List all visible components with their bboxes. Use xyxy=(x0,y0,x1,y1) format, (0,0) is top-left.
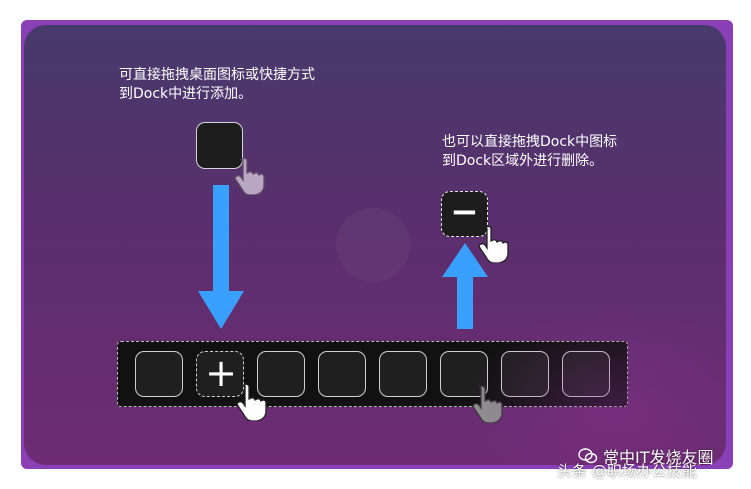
tutorial-card: 可直接拖拽桌面图标或快捷方式 到Dock中进行添加。 也可以直接拖拽Dock中图… xyxy=(24,25,726,465)
hand-cursor-icon xyxy=(472,385,503,423)
dock-slot[interactable] xyxy=(501,351,549,397)
dock-slot[interactable] xyxy=(135,351,183,397)
watermark-overlay-text: 常中IT发烧友圈 xyxy=(603,448,714,467)
desktop-icon-tile[interactable] xyxy=(196,122,243,169)
arrow-down-icon xyxy=(198,185,244,329)
arrow-up-icon xyxy=(442,243,488,329)
remove-instruction-line2: 到Dock区域外进行删除。 xyxy=(442,153,604,169)
minus-icon: − xyxy=(450,192,479,232)
add-instruction-line1: 可直接拖拽桌面图标或快捷方式 xyxy=(119,67,315,83)
dock-slot[interactable] xyxy=(440,351,488,397)
hand-cursor-icon xyxy=(478,225,509,263)
removed-icon-tile[interactable] xyxy=(441,191,488,237)
hand-cursor-icon xyxy=(234,157,265,195)
add-instruction-line2: 到Dock中进行添加。 xyxy=(119,86,253,102)
remove-instruction-line1: 也可以直接拖拽Dock中图标 xyxy=(442,134,618,150)
dock-bar[interactable] xyxy=(117,341,628,407)
wechat-icon xyxy=(578,448,598,464)
dock-slot[interactable] xyxy=(257,351,305,397)
dock-slot-add[interactable] xyxy=(196,351,244,397)
watermark-text: 头条 @职场办公技能 xyxy=(557,462,697,480)
plus-icon: + xyxy=(205,351,237,395)
hand-cursor-icon xyxy=(236,383,267,421)
dock-slot[interactable] xyxy=(379,351,427,397)
ghost-logo-icon xyxy=(336,208,410,282)
dock-slot[interactable] xyxy=(318,351,366,397)
dock-slot[interactable] xyxy=(562,351,610,397)
